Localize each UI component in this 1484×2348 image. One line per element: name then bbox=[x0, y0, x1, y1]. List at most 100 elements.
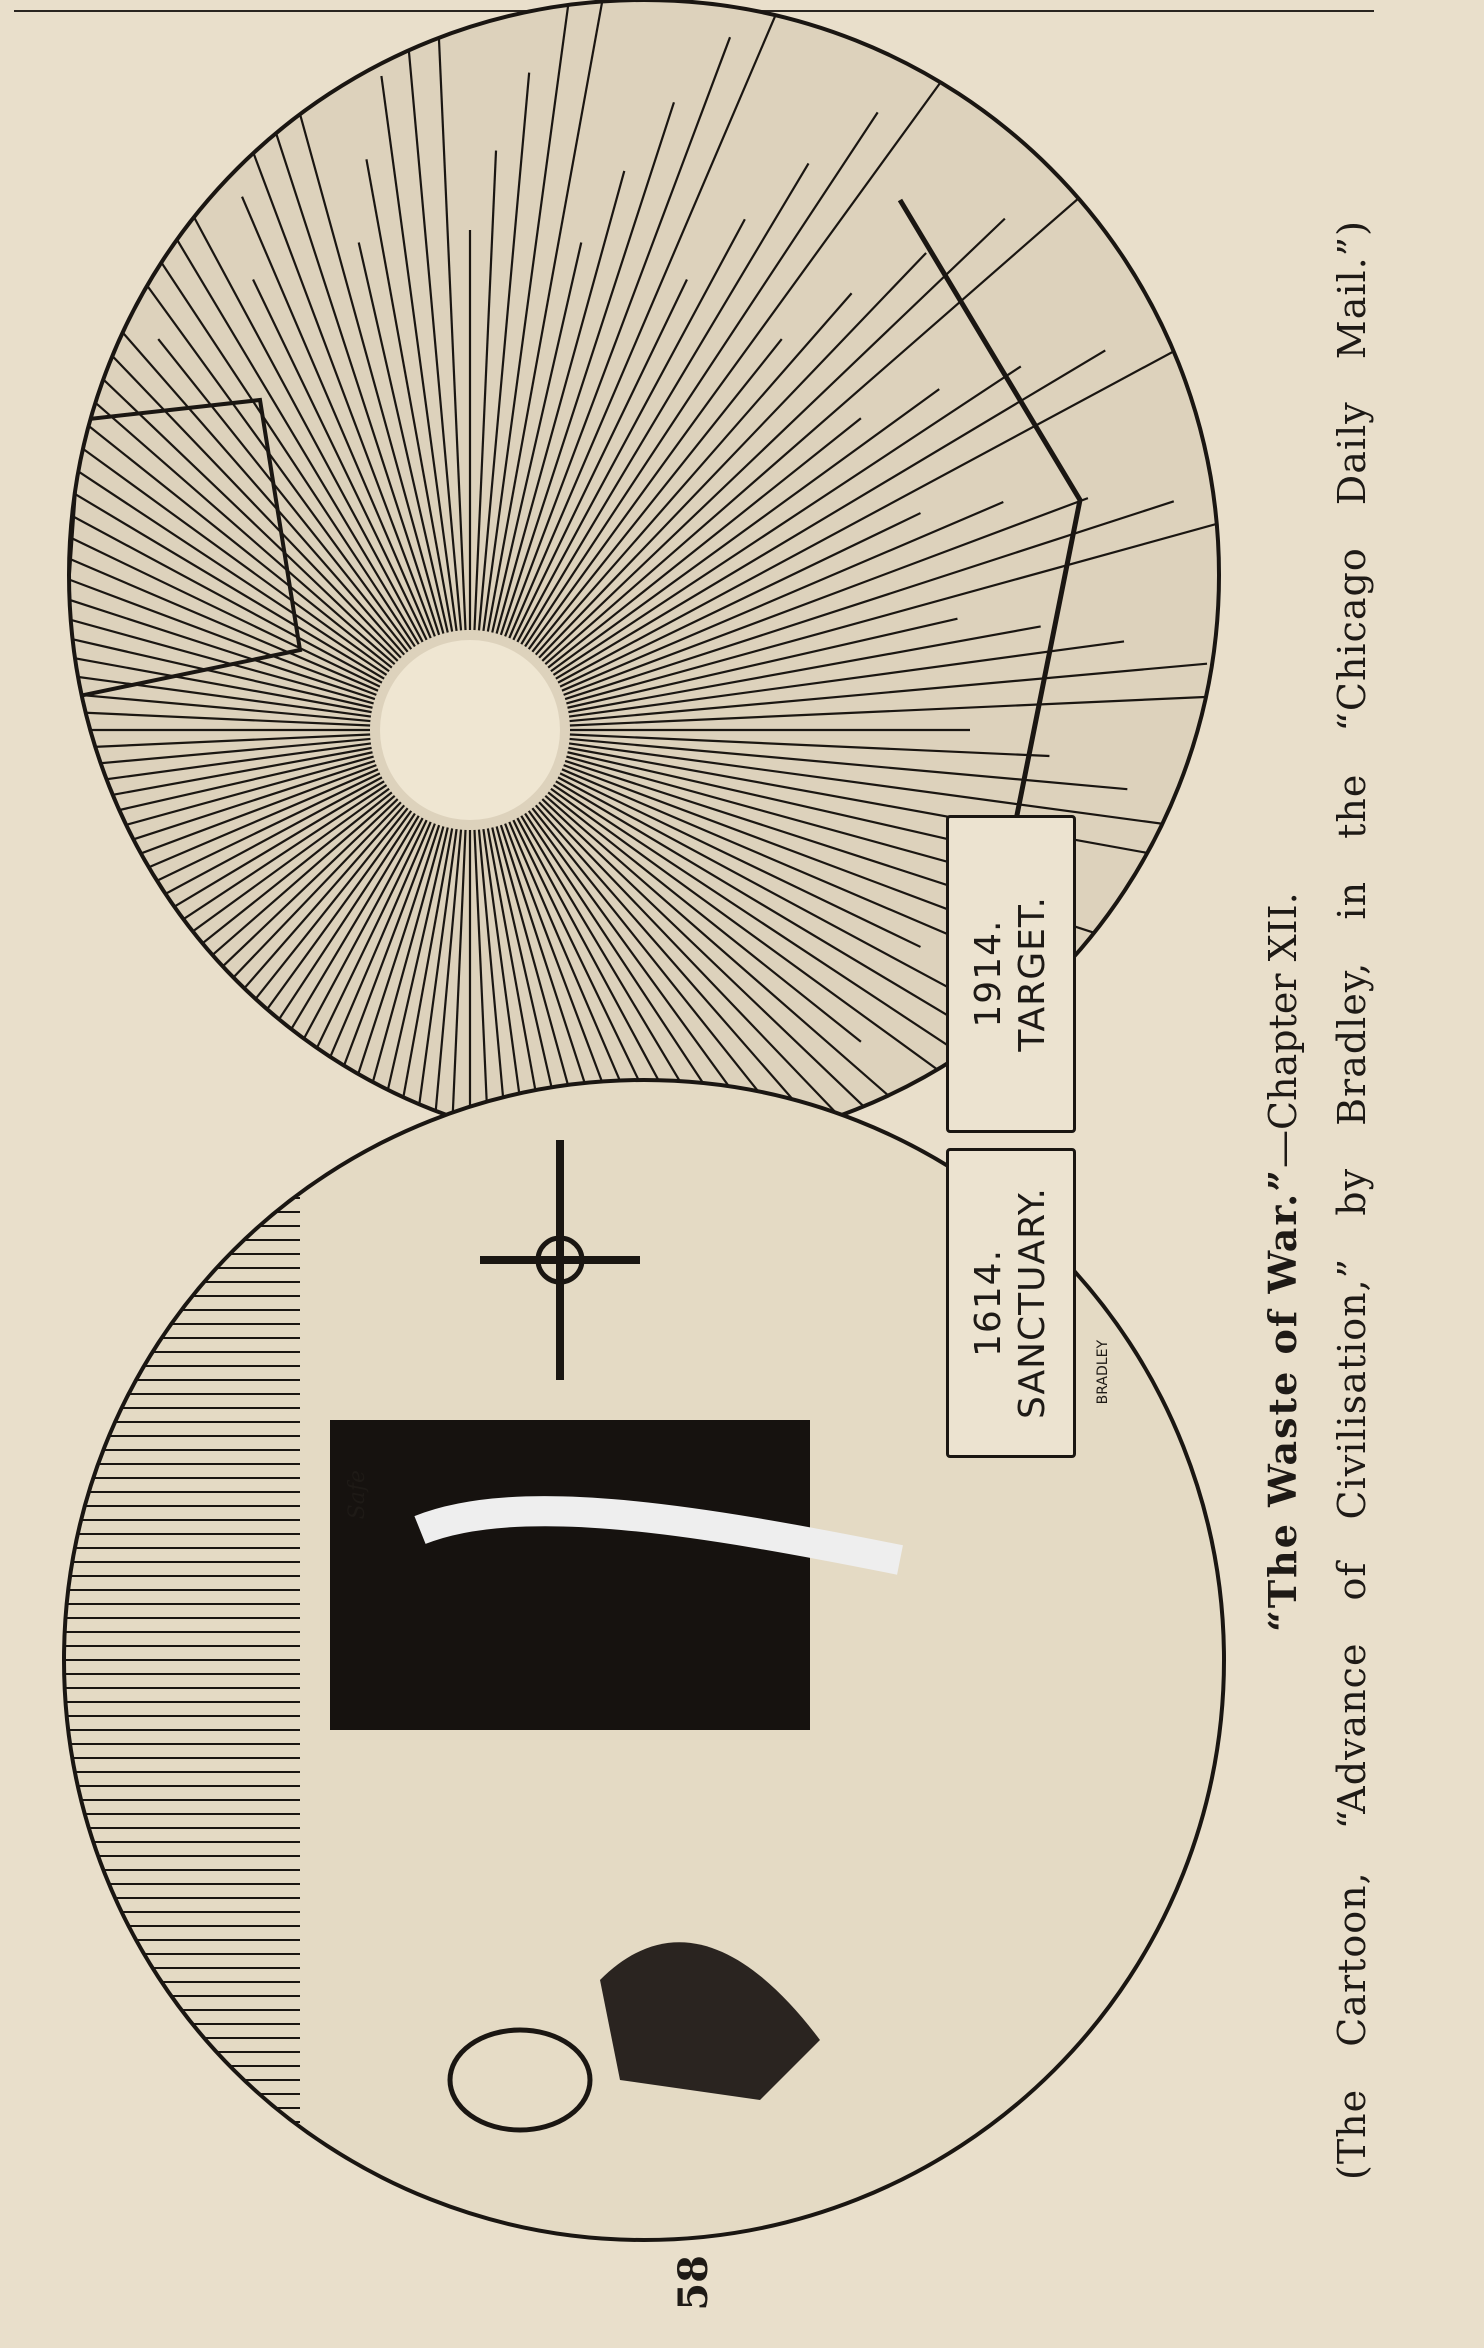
explosion-ray bbox=[557, 340, 1193, 684]
explosion-ray bbox=[559, 512, 921, 688]
caption-chapter: —Chapter XII. bbox=[1261, 892, 1305, 1169]
explosion-ray bbox=[567, 751, 958, 843]
explosion-ray bbox=[534, 292, 853, 656]
explosion-ray bbox=[69, 755, 374, 950]
explosion-ray bbox=[314, 826, 445, 1150]
explosion-ray bbox=[69, 751, 373, 843]
explosion-ray bbox=[547, 417, 862, 669]
explosion-ray bbox=[563, 497, 1089, 696]
explosion-ray bbox=[69, 406, 379, 692]
explosion-ray bbox=[568, 742, 1204, 831]
explosion-ray bbox=[516, 218, 746, 643]
sanctuary-year: 1614. bbox=[968, 1248, 1009, 1358]
explosion-ray bbox=[561, 501, 1004, 692]
explosion-ray bbox=[322, 828, 454, 1150]
explosion-ray bbox=[544, 189, 1089, 666]
explosion-ray bbox=[69, 746, 372, 835]
explosion-ray bbox=[531, 807, 783, 1122]
explosion-ray bbox=[69, 669, 371, 723]
explosion-ray bbox=[499, 101, 675, 636]
explosion-ray bbox=[69, 468, 377, 696]
explosion-ray bbox=[568, 625, 1041, 714]
caption-title: “The Waste of War.” bbox=[1260, 1168, 1305, 1633]
explosion-ray bbox=[69, 733, 371, 768]
explosion-ray bbox=[550, 388, 940, 673]
explosion-ray bbox=[402, 0, 463, 631]
explosion-ray bbox=[552, 365, 1022, 676]
explosion-ray bbox=[252, 279, 428, 641]
explosion-ray bbox=[508, 821, 699, 1150]
explosion-ray bbox=[531, 338, 783, 653]
explosion-ray bbox=[524, 111, 879, 648]
target-label: TARGET. bbox=[1012, 896, 1053, 1052]
explosion-ray bbox=[534, 804, 1011, 1150]
explosion-ray bbox=[69, 737, 371, 798]
explosion-ray bbox=[547, 791, 862, 1043]
explosion-ray bbox=[520, 162, 810, 645]
explosion-ray bbox=[538, 801, 983, 1150]
explosion-ray bbox=[365, 159, 454, 632]
explosion-ray bbox=[569, 662, 1208, 723]
explosion-ray bbox=[69, 194, 402, 659]
explosion-ray bbox=[78, 417, 393, 669]
explosion-ray bbox=[69, 273, 399, 662]
explosion-ray bbox=[241, 196, 432, 639]
label-box-target: 1914.TARGET. bbox=[946, 815, 1076, 1133]
explosion-ray bbox=[409, 829, 463, 1150]
explosion-ray bbox=[69, 787, 390, 1072]
explosion-ray bbox=[508, 0, 794, 639]
explosion-ray bbox=[69, 321, 388, 676]
target-year: 1914. bbox=[968, 919, 1009, 1029]
explosion-ray bbox=[495, 826, 690, 1150]
explosion-ray bbox=[491, 827, 583, 1150]
explosion-ray bbox=[569, 692, 1219, 727]
explosion-ray bbox=[357, 827, 449, 1150]
explosion-ray bbox=[544, 794, 908, 1113]
explosion-ray bbox=[157, 338, 409, 653]
explosion-ray bbox=[69, 768, 379, 959]
explosion-ray bbox=[357, 242, 449, 633]
explosion-ray bbox=[495, 170, 626, 634]
explosion-ray bbox=[442, 829, 467, 1150]
explosion-ray bbox=[555, 349, 1106, 680]
explosion-ray bbox=[69, 582, 372, 714]
explosion-ray bbox=[69, 617, 373, 709]
explosion-ray bbox=[69, 525, 376, 701]
explosion-ray bbox=[527, 65, 953, 650]
explosion-ray bbox=[69, 512, 381, 688]
explosion-ray bbox=[237, 111, 436, 637]
explosion-ray bbox=[486, 828, 575, 1150]
explosion-ray bbox=[569, 733, 1050, 758]
target-panel-explosion bbox=[69, 0, 1219, 1150]
artist-signature: BRADLEY bbox=[1095, 1340, 1111, 1405]
explosion-ray bbox=[512, 279, 688, 641]
speech-bubble-text: Safe bbox=[345, 1470, 370, 1520]
explosion-ray bbox=[69, 390, 385, 680]
caption-credit: (The Cartoon, “Advance of Civilisation,”… bbox=[1330, 220, 1374, 2180]
explosion-ray bbox=[566, 510, 1219, 705]
explosion-ray bbox=[559, 772, 921, 948]
explosion-ray bbox=[146, 821, 432, 1150]
explosion-ray bbox=[473, 829, 508, 1150]
sanctuary-label: SANCTUARY. bbox=[1012, 1186, 1053, 1420]
explosion-ray bbox=[69, 111, 406, 656]
label-box-sanctuary: 1614.SANCTUARY. bbox=[946, 1148, 1076, 1458]
explosion-ray bbox=[477, 72, 531, 631]
explosion-ray bbox=[69, 702, 371, 727]
explosion-ray bbox=[69, 776, 383, 1120]
explosion-ray bbox=[69, 629, 372, 718]
caption-title-line: “The Waste of War.”—Chapter XII. bbox=[1260, 860, 1305, 1665]
explosion-ray bbox=[504, 36, 732, 637]
explosion-ray bbox=[482, 0, 571, 632]
explosion-ray bbox=[524, 812, 835, 1150]
explosion-ray bbox=[538, 252, 927, 659]
explosion-ray bbox=[541, 217, 1006, 662]
explosion-ray bbox=[568, 640, 1125, 718]
explosion-ray bbox=[491, 242, 583, 633]
explosion-ray bbox=[380, 75, 458, 632]
explosion-ray bbox=[567, 617, 958, 709]
explosion-ray bbox=[557, 776, 982, 1006]
explosion-ray bbox=[69, 574, 374, 705]
explosion-ray bbox=[69, 454, 383, 684]
